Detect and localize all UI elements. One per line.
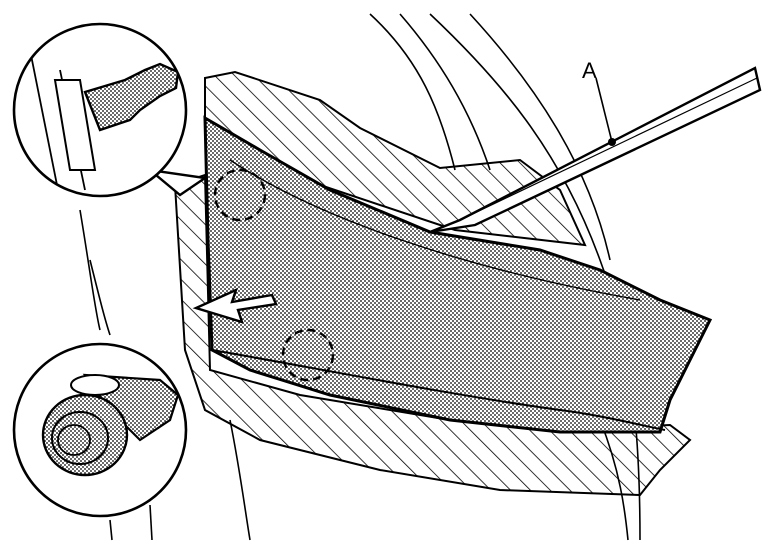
upper-clip-detail-inset xyxy=(12,22,209,198)
tool-a xyxy=(429,66,762,234)
clip-perspective-view xyxy=(41,373,180,477)
lower-clip-detail-inset xyxy=(12,342,188,518)
upper-clip-location xyxy=(213,168,267,222)
removal-direction-arrow xyxy=(192,287,278,324)
rear-bumper-hatched xyxy=(173,173,692,497)
lamp-inner-contour xyxy=(229,159,641,301)
clip-side-view xyxy=(83,62,180,132)
rear-combination-lamp xyxy=(203,115,713,434)
callout-a-label: A xyxy=(582,58,597,83)
lower-clip-location xyxy=(281,328,335,382)
lamp-lens-edge xyxy=(211,349,666,431)
